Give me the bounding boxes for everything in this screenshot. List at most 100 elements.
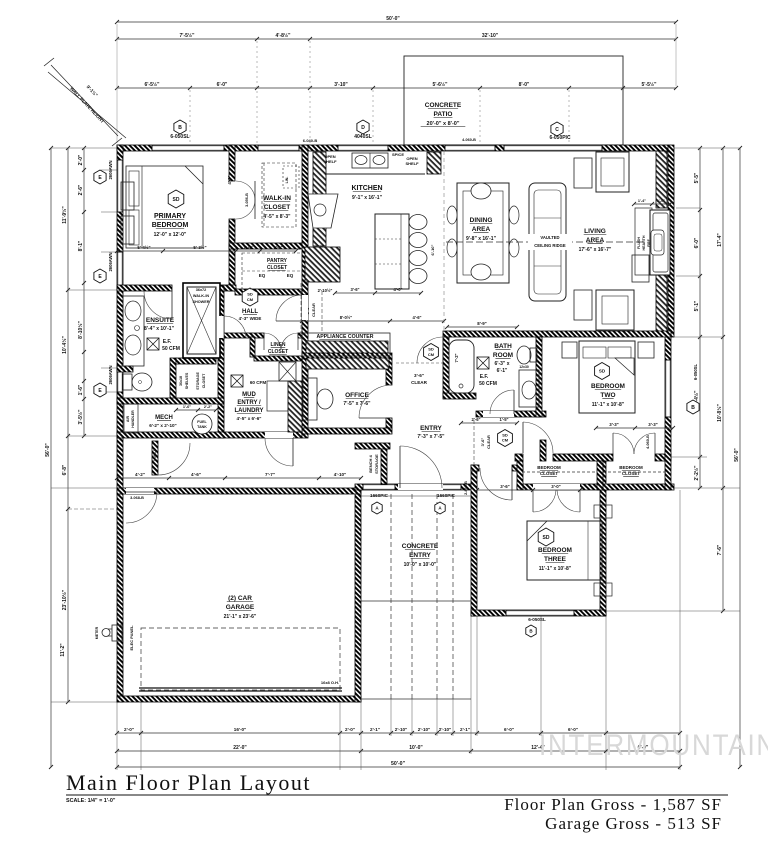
- svg-text:8'-9": 8'-9": [477, 321, 486, 326]
- svg-text:C: C: [555, 127, 559, 133]
- svg-text:ENTRY: ENTRY: [420, 425, 442, 432]
- svg-text:4040SL: 4040SL: [354, 134, 372, 140]
- svg-text:4'-3" WIDE: 4'-3" WIDE: [239, 316, 262, 321]
- svg-text:SD: SD: [428, 347, 434, 352]
- svg-text:BATH: BATH: [494, 343, 512, 350]
- svg-text:1'-5": 1'-5": [499, 417, 508, 422]
- svg-text:6-040-B: 6-040-B: [303, 138, 318, 143]
- svg-text:7'-7": 7'-7": [265, 472, 275, 477]
- svg-text:OFFICE: OFFICE: [345, 392, 369, 399]
- svg-text:6'-0": 6'-0": [504, 727, 514, 732]
- svg-text:6'-0": 6'-0": [638, 745, 649, 751]
- svg-text:2'-1": 2'-1": [370, 727, 380, 732]
- svg-text:6'-0": 6'-0": [568, 727, 578, 732]
- svg-text:6-050SL: 6-050SL: [170, 134, 189, 140]
- svg-text:5'-5": 5'-5": [694, 172, 700, 183]
- svg-text:2'-10": 2'-10": [439, 727, 451, 732]
- svg-text:8'-1": 8'-1": [78, 240, 84, 251]
- svg-text:MECH: MECH: [155, 415, 173, 421]
- svg-text:12'-0" x 12'-0": 12'-0" x 12'-0": [154, 232, 187, 238]
- svg-text:EQ: EQ: [287, 273, 294, 278]
- svg-text:2'-1": 2'-1": [460, 727, 470, 732]
- svg-text:5'-5½": 5'-5½": [642, 81, 658, 88]
- svg-text:HANDLER: HANDLER: [131, 410, 135, 428]
- svg-text:1660PIC: 1660PIC: [437, 493, 456, 498]
- svg-text:4'-8½": 4'-8½": [276, 32, 292, 39]
- svg-text:CONCRETE: CONCRETE: [425, 102, 462, 109]
- svg-text:B: B: [691, 405, 695, 411]
- svg-text:4'-5" x 8'-3": 4'-5" x 8'-3": [263, 214, 291, 220]
- svg-text:Garage Gross - 513 SF: Garage Gross - 513 SF: [545, 814, 722, 833]
- svg-text:6-050SL: 6-050SL: [528, 617, 546, 622]
- svg-text:2-868-B: 2-868-B: [464, 481, 468, 495]
- svg-text:1'-4": 1'-4": [638, 199, 646, 203]
- svg-text:3'-3": 3'-3": [648, 422, 657, 427]
- svg-text:5'-4½": 5'-4½": [137, 245, 150, 250]
- svg-text:E.F.: E.F.: [163, 339, 172, 345]
- svg-text:8'-10½": 8'-10½": [77, 321, 84, 339]
- svg-text:11'-9½": 11'-9½": [61, 206, 68, 224]
- svg-text:SHOWER: SHOWER: [192, 300, 209, 304]
- svg-text:BEDROOM: BEDROOM: [538, 547, 572, 554]
- svg-text:SD: SD: [247, 292, 253, 297]
- svg-text:7'-5½": 7'-5½": [180, 32, 196, 39]
- svg-text:3'-0": 3'-0": [551, 484, 560, 489]
- svg-text:6'-10": 6'-10": [430, 244, 435, 255]
- svg-text:4'-5" x 6'-6": 4'-5" x 6'-6": [237, 416, 262, 421]
- svg-text:TWO: TWO: [600, 392, 615, 399]
- svg-text:2'-10": 2'-10": [395, 727, 407, 732]
- svg-text:CLOSET: CLOSET: [264, 204, 290, 211]
- svg-text:CLOSET: CLOSET: [267, 265, 287, 271]
- svg-text:CLEAR: CLEAR: [311, 303, 316, 317]
- svg-text:7'-5" x 7'-6": 7'-5" x 7'-6": [343, 401, 371, 407]
- svg-text:CM: CM: [247, 297, 254, 302]
- svg-text:AREA: AREA: [586, 237, 605, 244]
- svg-text:56'-0": 56'-0": [45, 443, 51, 457]
- svg-text:D: D: [361, 125, 365, 131]
- svg-text:8'-4" x 10'-1": 8'-4" x 10'-1": [144, 326, 175, 332]
- svg-text:3'-6": 3'-6": [414, 373, 424, 378]
- svg-text:A: A: [375, 506, 379, 511]
- svg-text:SPICE: SPICE: [392, 152, 404, 157]
- svg-text:10'-0": 10'-0": [409, 745, 423, 751]
- svg-text:SD: SD: [502, 433, 508, 438]
- svg-text:4'-6": 4'-6": [191, 472, 201, 477]
- svg-text:HALL: HALL: [242, 309, 258, 315]
- svg-text:OPEN: OPEN: [324, 154, 335, 159]
- svg-text:2'-2½": 2'-2½": [693, 465, 700, 481]
- svg-text:BEDROOM: BEDROOM: [591, 383, 625, 390]
- svg-text:CM: CM: [502, 438, 509, 443]
- svg-text:ENSUITE: ENSUITE: [146, 317, 175, 324]
- svg-text:VAULTED: VAULTED: [540, 235, 559, 240]
- svg-text:6'-0": 6'-0": [694, 237, 700, 248]
- svg-text:2606AWN: 2606AWN: [108, 252, 113, 271]
- svg-text:2606AWN: 2606AWN: [108, 365, 113, 384]
- svg-text:E: E: [98, 175, 102, 181]
- svg-text:ROOM: ROOM: [493, 352, 513, 359]
- svg-text:A: A: [438, 506, 442, 511]
- svg-text:6'-0": 6'-0": [217, 82, 228, 88]
- svg-text:FIRE: FIRE: [647, 238, 651, 246]
- svg-text:LIN.: LIN.: [285, 177, 289, 184]
- svg-text:2'-10": 2'-10": [418, 727, 430, 732]
- svg-text:17'-4": 17'-4": [717, 233, 723, 247]
- svg-text:11'-1" x 10'-8": 11'-1" x 10'-8": [592, 402, 625, 408]
- svg-text:HEARTH: HEARTH: [642, 235, 646, 250]
- svg-text:MUD: MUD: [242, 392, 256, 398]
- svg-text:16x8 O.H.: 16x8 O.H.: [321, 680, 339, 685]
- svg-text:11'-1" x 10'-8": 11'-1" x 10'-8": [539, 566, 572, 572]
- svg-text:BENCH 4: BENCH 4: [368, 454, 373, 472]
- svg-text:11'-2": 11'-2": [60, 643, 66, 657]
- svg-text:6-050SL: 6-050SL: [693, 364, 698, 381]
- svg-text:36x18: 36x18: [179, 376, 183, 386]
- svg-text:CONCRETE: CONCRETE: [402, 543, 439, 550]
- svg-text:E: E: [98, 274, 102, 280]
- svg-text:SD: SD: [543, 535, 550, 541]
- svg-text:56'-0": 56'-0": [734, 448, 740, 462]
- svg-text:2'-10½": 2'-10½": [318, 288, 333, 293]
- svg-text:1'-6": 1'-6": [243, 245, 252, 250]
- svg-text:3'-3": 3'-3": [609, 422, 618, 427]
- svg-text:(2) CAR: (2) CAR: [228, 595, 252, 602]
- svg-text:2'-6": 2'-6": [471, 417, 480, 422]
- svg-text:FUEL: FUEL: [197, 420, 207, 424]
